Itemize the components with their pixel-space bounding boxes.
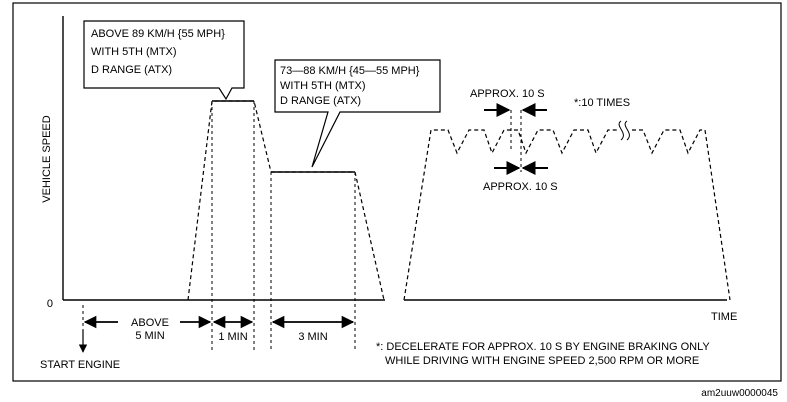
callout-high-line2: WITH 5TH (MTX) — [91, 46, 177, 58]
ten-times-label: *:10 TIMES — [574, 97, 630, 109]
approx-bottom-label: APPROX. 10 S — [483, 181, 558, 193]
speed-profile-mid — [271, 171, 385, 301]
break-mark — [618, 120, 630, 141]
callout-mid-box — [274, 59, 441, 168]
callout-high-box — [83, 20, 245, 101]
speed-profile-high — [187, 100, 272, 301]
start-engine-label: START ENGINE — [40, 359, 120, 371]
approx-top-label: APPROX. 10 S — [470, 88, 545, 100]
x-axis-label: TIME — [711, 311, 737, 323]
interval-3min-label: 3 MIN — [298, 331, 327, 343]
callout-mid-line1: 73—88 KM/H {45—55 MPH} — [280, 65, 420, 77]
origin-label: 0 — [47, 298, 53, 310]
footnote-line1: *: DECELERATE FOR APPROX. 10 S BY ENGINE… — [376, 341, 710, 353]
interval-above-line1: ABOVE — [131, 317, 169, 329]
figure-id: am2uuw0000045 — [701, 388, 778, 399]
callout-mid-line2: WITH 5TH (MTX) — [280, 80, 366, 92]
speed-profile-decel-cycles — [403, 129, 731, 301]
footnote-line2: WHILE DRIVING WITH ENGINE SPEED 2,500 RP… — [385, 355, 699, 367]
callout-high-line1: ABOVE 89 KM/H {55 MPH} — [91, 28, 225, 40]
diagram-frame — [12, 2, 782, 382]
y-axis-label: VEHICLE SPEED — [41, 115, 53, 202]
interval-above-line2: 5 MIN — [135, 330, 164, 342]
callout-mid-line3: D RANGE (ATX) — [280, 95, 361, 107]
interval-label-bg — [118, 314, 180, 342]
interval-1min-label: 1 MIN — [218, 331, 247, 343]
callout-high-line3: D RANGE (ATX) — [91, 64, 172, 76]
